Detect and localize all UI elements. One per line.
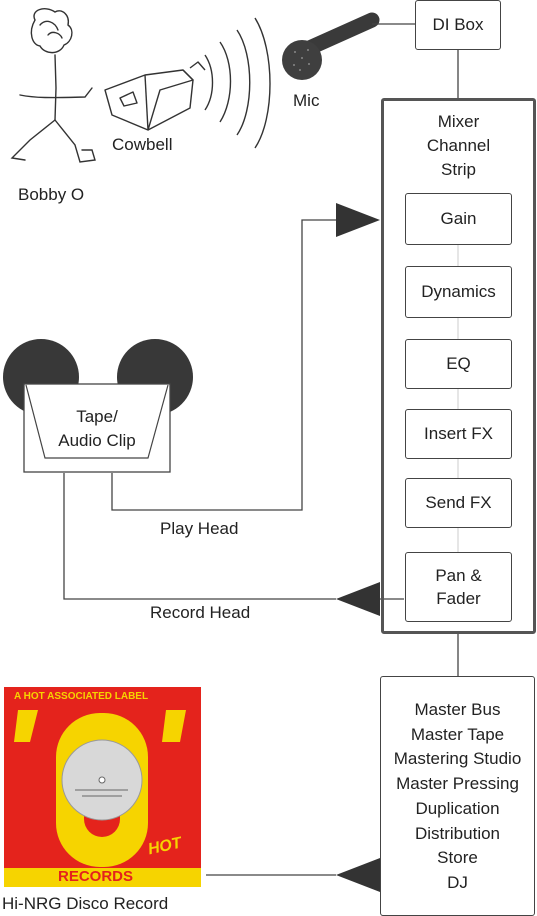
send-fx-block: Send FX bbox=[405, 478, 512, 528]
record-head-arrow bbox=[336, 582, 380, 616]
master-chain-item: Master Pressing bbox=[396, 774, 519, 794]
eq-block: EQ bbox=[405, 339, 512, 389]
record-arrow bbox=[336, 858, 380, 892]
pan-fader-block: Pan & Fader bbox=[405, 552, 512, 622]
insert-fx-block: Insert FX bbox=[405, 409, 512, 459]
master-chain-item: Master Tape bbox=[410, 724, 505, 744]
tape-path bbox=[25, 384, 169, 459]
mic-label: Mic bbox=[293, 91, 320, 110]
play-head-line bbox=[111, 219, 336, 511]
mixer-channel-strip bbox=[381, 98, 536, 634]
sound-waves bbox=[204, 17, 271, 149]
mixer-title-line: Strip bbox=[441, 160, 476, 179]
record-caption: Hi-NRG Disco Record bbox=[2, 894, 169, 913]
record-head-line bbox=[63, 473, 336, 600]
bobby-o-sketch bbox=[10, 8, 96, 163]
dynamics-block: Dynamics bbox=[405, 266, 512, 318]
mixer-title-line: Mixer bbox=[437, 112, 480, 131]
tape-label-line: Tape/ bbox=[76, 407, 118, 426]
master-chain-list: Master Bus Master Tape Mastering Studio … bbox=[380, 698, 535, 896]
play-head-arrow bbox=[336, 203, 380, 237]
tape-label: Tape/ Audio Clip bbox=[24, 405, 170, 453]
cowbell-sketch bbox=[104, 61, 206, 131]
master-chain-item: Store bbox=[437, 848, 478, 868]
record-head-label: Record Head bbox=[150, 603, 251, 622]
play-head-label: Play Head bbox=[160, 519, 239, 538]
tape-box-border bbox=[23, 383, 171, 473]
mixer-title-line: Channel bbox=[426, 136, 491, 155]
master-chain-item: Distribution bbox=[414, 823, 501, 843]
album-cover bbox=[4, 687, 201, 887]
album-banner-text: A HOT ASSOCIATED LABEL bbox=[14, 691, 149, 702]
master-chain-item: DJ bbox=[447, 872, 468, 892]
bobby-o-label: Bobby O bbox=[18, 185, 85, 204]
master-chain-item: Master Bus bbox=[414, 700, 501, 719]
tape-label-line: Audio Clip bbox=[58, 431, 136, 450]
gain-block: Gain bbox=[405, 193, 512, 245]
cowbell-label: Cowbell bbox=[112, 135, 173, 154]
album-records-text: RECORDS bbox=[58, 868, 134, 885]
master-chain-item: Mastering Studio bbox=[393, 749, 522, 769]
master-chain-item: Duplication bbox=[415, 798, 500, 818]
mixer-title: Mixer Channel Strip bbox=[381, 110, 536, 182]
di-box: DI Box bbox=[415, 0, 501, 50]
mic-icon bbox=[282, 12, 380, 80]
